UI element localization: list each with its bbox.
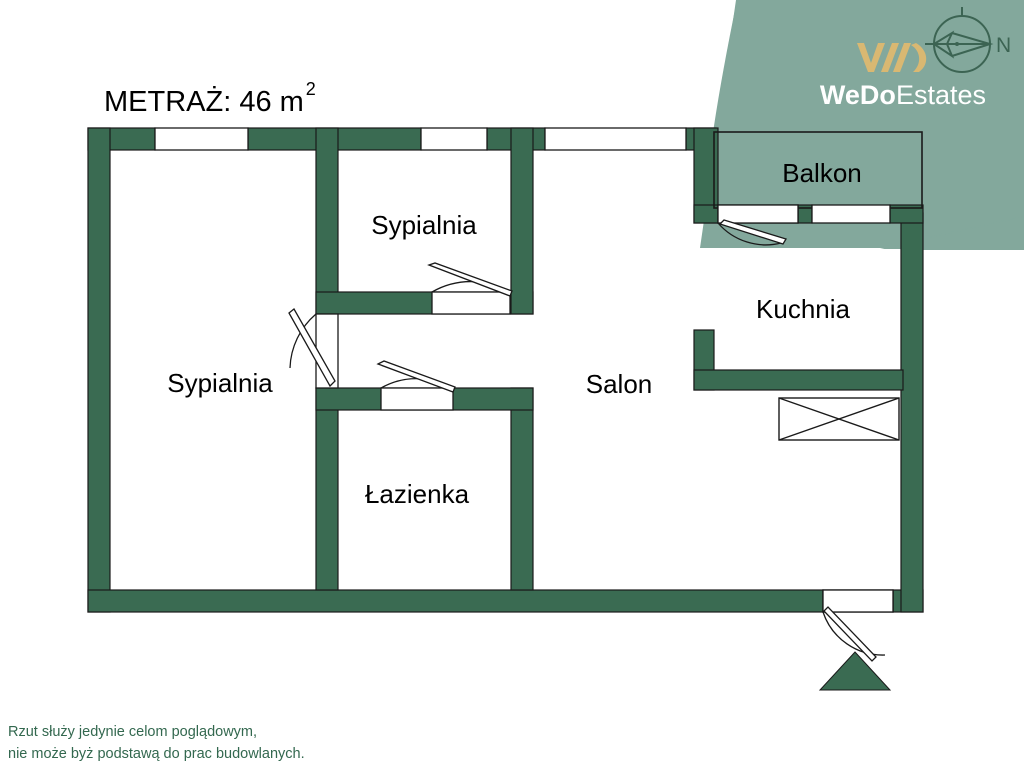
logo-text-light: Estates <box>896 80 986 110</box>
wall-vertical-center-lower <box>315 387 339 591</box>
brand-logo: WeDo Estates <box>820 43 986 110</box>
disclaimer-line-2: nie może byż podstawą do prac budowlanyc… <box>8 746 305 762</box>
page-title: METRAŻ: 46 m 2 <box>104 79 316 118</box>
footer-disclaimer: Rzut służy jedynie celom poglądowym, nie… <box>8 724 305 762</box>
room-label-salon: Salon <box>586 369 653 399</box>
entrance-triangle-marker <box>818 651 892 691</box>
wall-vertical-center-upper <box>315 127 339 314</box>
door-entrance <box>822 589 894 662</box>
window-balcony-right <box>811 204 891 224</box>
door-bedroom-left <box>288 308 339 389</box>
page-title-text: METRAŻ: 46 m <box>104 85 304 118</box>
doors-group <box>288 204 894 662</box>
wall-left-exterior <box>87 127 111 613</box>
wedo-mark-icon <box>857 43 927 72</box>
door-bedroom-top <box>427 262 513 315</box>
header-brand-band <box>700 0 1024 250</box>
compass-label-north: N <box>996 34 1011 57</box>
window-bedroom-top <box>420 127 488 151</box>
window-bedroom-left <box>154 127 249 151</box>
disclaimer-line-1: Rzut służy jedynie celom poglądowym, <box>8 724 257 740</box>
room-label-kuchnia: Kuchnia <box>756 294 850 324</box>
page-title-superscript: 2 <box>306 79 316 99</box>
room-label-lazienka: Łazienka <box>365 479 470 509</box>
wall-vertical-right-of-bathroom <box>510 387 534 591</box>
compass-rose-icon <box>925 7 994 73</box>
room-label-sypialnia-left: Sypialnia <box>167 368 273 398</box>
room-label-balkon: Balkon <box>782 158 862 188</box>
wall-vertical-right-of-bedroom <box>510 127 534 315</box>
room-labels-group: Sypialnia Sypialnia Łazienka Salon Kuchn… <box>167 158 862 509</box>
wall-right-exterior <box>900 212 924 613</box>
door-bathroom <box>376 360 456 411</box>
door-balcony <box>717 204 799 246</box>
kitchen-cabinet-x <box>778 397 900 441</box>
wall-kitchen-horiz <box>693 369 904 391</box>
window-living-room <box>544 127 687 151</box>
wall-bottom-exterior <box>87 589 824 613</box>
room-label-sypialnia-top: Sypialnia <box>371 210 477 240</box>
logo-text-bold: WeDo <box>820 80 896 110</box>
